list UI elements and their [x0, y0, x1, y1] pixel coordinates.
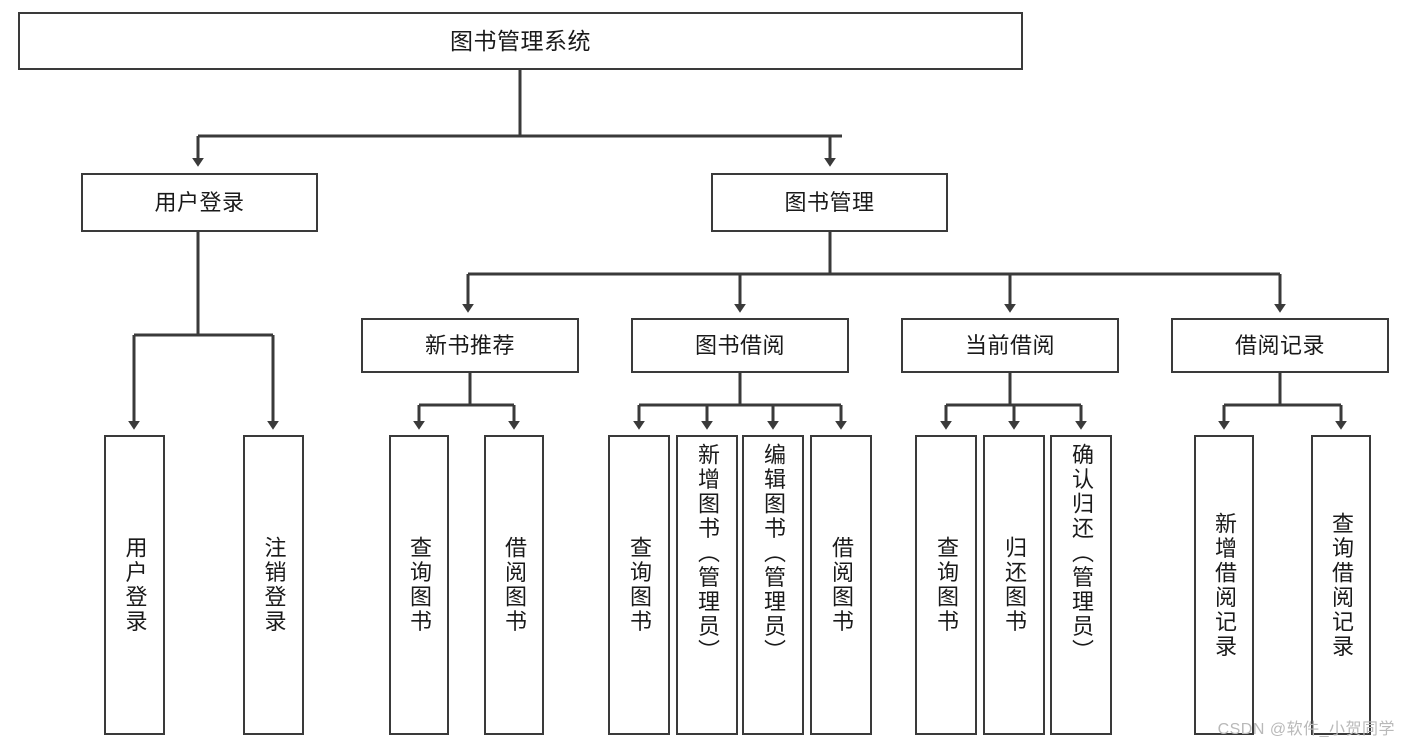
- node-leaf-add-record-label: 新增借阅记录: [1212, 511, 1237, 659]
- node-root[interactable]: 图书管理系统: [18, 12, 1023, 70]
- node-leaf-user-login-label: 用户登录: [122, 536, 148, 634]
- connector-currentborrow-to-leaves: [940, 373, 1087, 430]
- node-leaf-query-book-2-label: 查询图书: [627, 536, 652, 634]
- node-book-borrow-label: 图书借阅: [694, 332, 785, 358]
- node-leaf-return-book-label: 归还图书: [1002, 536, 1027, 634]
- connector-userlogin-to-leaves: [128, 232, 279, 430]
- node-user-login[interactable]: 用户登录: [81, 173, 318, 232]
- node-current-borrow-label: 当前借阅: [964, 332, 1055, 358]
- node-leaf-query-book-3-label: 查询图书: [934, 536, 959, 634]
- node-leaf-edit-book-label: 编辑图书（管理员）: [761, 443, 786, 664]
- node-leaf-logout-label: 注销登录: [261, 536, 287, 634]
- node-leaf-borrow-book-1-label: 借阅图书: [502, 536, 527, 634]
- node-leaf-query-book-3[interactable]: 查询图书: [915, 435, 977, 735]
- node-leaf-add-book[interactable]: 新增图书（管理员）: [676, 435, 738, 735]
- connector-borrowrecord-to-leaves: [1218, 373, 1347, 430]
- node-book-manage-label: 图书管理: [784, 189, 875, 215]
- node-leaf-edit-book[interactable]: 编辑图书（管理员）: [742, 435, 804, 735]
- node-leaf-return-book[interactable]: 归还图书: [983, 435, 1045, 735]
- node-leaf-query-record[interactable]: 查询借阅记录: [1311, 435, 1371, 735]
- node-leaf-query-book-1-label: 查询图书: [407, 536, 432, 634]
- node-leaf-add-record[interactable]: 新增借阅记录: [1194, 435, 1254, 735]
- connector-root-to-level2: [192, 70, 842, 167]
- node-leaf-borrow-book-2[interactable]: 借阅图书: [810, 435, 872, 735]
- node-new-book-recommend[interactable]: 新书推荐: [361, 318, 579, 373]
- connector-bookborrow-to-leaves: [633, 373, 847, 430]
- node-leaf-borrow-book-2-label: 借阅图书: [829, 536, 854, 634]
- node-user-login-label: 用户登录: [154, 189, 245, 215]
- node-current-borrow[interactable]: 当前借阅: [901, 318, 1119, 373]
- node-leaf-query-book-2[interactable]: 查询图书: [608, 435, 670, 735]
- node-borrow-record-label: 借阅记录: [1234, 332, 1325, 358]
- node-leaf-confirm-return[interactable]: 确认归还（管理员）: [1050, 435, 1112, 735]
- node-leaf-logout[interactable]: 注销登录: [243, 435, 304, 735]
- node-new-book-recommend-label: 新书推荐: [424, 332, 515, 358]
- connector-newbook-to-leaves: [413, 373, 520, 430]
- node-book-borrow[interactable]: 图书借阅: [631, 318, 849, 373]
- connector-bookmanage-to-level3: [462, 232, 1286, 313]
- node-leaf-user-login[interactable]: 用户登录: [104, 435, 165, 735]
- node-leaf-borrow-book-1[interactable]: 借阅图书: [484, 435, 544, 735]
- node-book-manage[interactable]: 图书管理: [711, 173, 948, 232]
- node-leaf-confirm-return-label: 确认归还（管理员）: [1069, 443, 1094, 664]
- node-root-label: 图书管理系统: [450, 27, 591, 54]
- node-leaf-query-record-label: 查询借阅记录: [1329, 511, 1354, 659]
- node-leaf-add-book-label: 新增图书（管理员）: [695, 443, 720, 664]
- node-leaf-query-book-1[interactable]: 查询图书: [389, 435, 449, 735]
- node-borrow-record[interactable]: 借阅记录: [1171, 318, 1389, 373]
